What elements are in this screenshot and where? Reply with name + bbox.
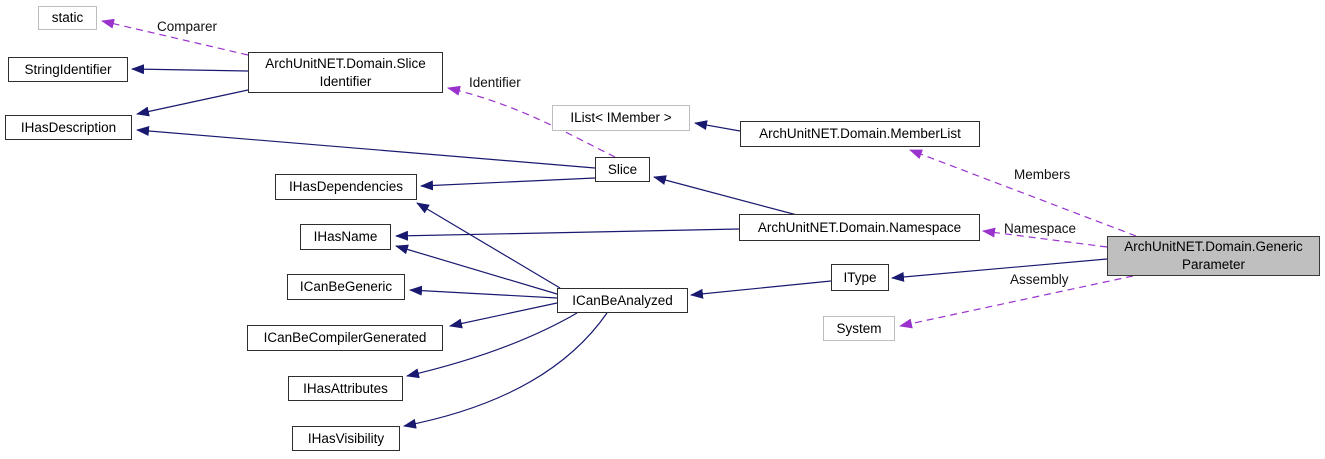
edge-label-members: Members bbox=[1014, 167, 1071, 182]
edge-namespace-to-slice bbox=[653, 175, 798, 216]
edge-label-assembly: Assembly bbox=[1010, 272, 1069, 287]
node-ihas-description[interactable]: IHasDescription bbox=[5, 115, 132, 140]
edge-itype-to-icanbeanalyzed bbox=[690, 280, 832, 299]
edge-label-comparer: Comparer bbox=[157, 19, 218, 34]
node-system: System bbox=[823, 316, 895, 341]
edge-icanbeanalyzed-to-icanbegeneric bbox=[409, 285, 558, 299]
edge-sliceidentifier-to-ihasdescription bbox=[136, 89, 249, 117]
node-static: static bbox=[38, 6, 97, 30]
node-ihas-visibility[interactable]: IHasVisibility bbox=[292, 426, 400, 451]
node-ihas-attributes[interactable]: IHasAttributes bbox=[288, 376, 403, 401]
edge-icanbeanalyzed-to-icanbecompilergenerated bbox=[449, 302, 558, 329]
edge-label-namespace: Namespace bbox=[1004, 221, 1077, 236]
node-ican-be-analyzed[interactable]: ICanBeAnalyzed bbox=[557, 288, 688, 313]
edge-label-identifier: Identifier bbox=[469, 75, 521, 90]
edge-memberlist-to-ilist bbox=[694, 120, 741, 132]
node-ihas-name[interactable]: IHasName bbox=[300, 224, 391, 250]
node-ihas-dependencies[interactable]: IHasDependencies bbox=[275, 174, 417, 200]
edge-icanbeanalyzed-to-ihasname bbox=[395, 244, 558, 295]
edge-sliceidentifier-to-stringidentifier bbox=[131, 64, 249, 75]
node-itype[interactable]: IType bbox=[831, 264, 889, 291]
node-slice[interactable]: Slice bbox=[595, 157, 650, 182]
edge-namespace-to-ihasname bbox=[395, 228, 740, 241]
node-ican-be-generic[interactable]: ICanBeGeneric bbox=[287, 274, 405, 300]
edge-genericparameter-to-itype bbox=[891, 258, 1108, 282]
node-string-identifier[interactable]: StringIdentifier bbox=[8, 57, 128, 82]
edge-slice-to-ihasdependencies bbox=[420, 177, 596, 191]
node-namespace[interactable]: ArchUnitNET.Domain.Namespace bbox=[739, 214, 980, 241]
node-ican-be-compiler-generated[interactable]: ICanBeCompilerGenerated bbox=[247, 325, 443, 351]
node-slice-identifier[interactable]: ArchUnitNET.Domain.Slice Identifier bbox=[248, 52, 443, 93]
node-generic-parameter: ArchUnitNET.Domain.Generic Parameter bbox=[1107, 236, 1320, 276]
edge-icanbeanalyzed-to-ihasdependencies bbox=[416, 202, 561, 289]
node-ilist-imember: IList< IMember > bbox=[552, 105, 690, 131]
edge-slice-to-ihasdescription bbox=[136, 126, 596, 169]
node-member-list[interactable]: ArchUnitNET.Domain.MemberList bbox=[740, 121, 980, 147]
